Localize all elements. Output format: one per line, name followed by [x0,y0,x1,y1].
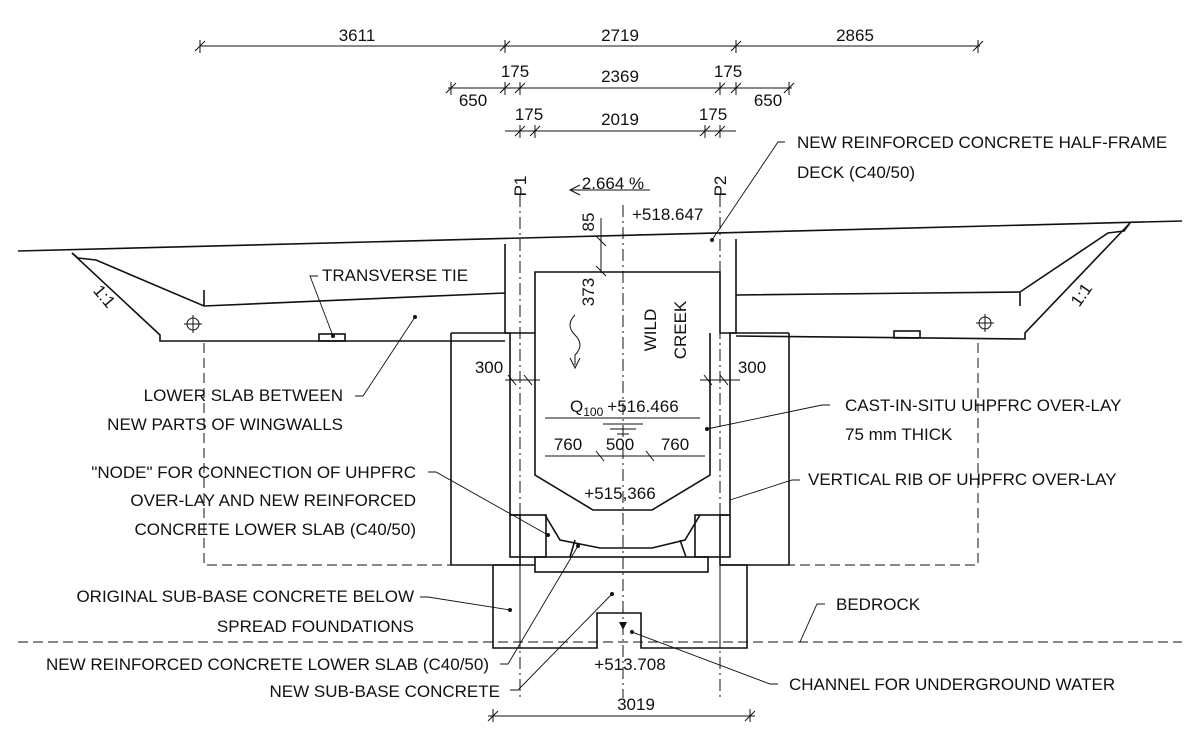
dimension-lines [194,40,984,722]
dim-row2-right-650: 650 [754,91,782,110]
dim-row3-left-175: 175 [515,105,543,124]
structure-outline [17,184,1183,649]
creek-name-line1: WILD [641,309,660,352]
label-overlay-line1: CAST-IN-SITU UHPFRC OVER-LAY [845,396,1121,415]
dim-row2-left-650: 650 [459,91,487,110]
axis-label-p2: P2 [711,176,730,197]
level-channel-bottom: +515,366 [584,484,655,503]
dimension-values: 3611 2719 2865 175 2369 175 650 650 175 … [339,26,874,714]
label-vertical-rib: VERTICAL RIB OF UHPFRC OVER-LAY [808,470,1117,489]
dim-deck-depth: 373 [579,278,598,306]
dim-bottom-right: 760 [661,435,689,454]
dim-top-left: 3611 [339,26,376,45]
axis-label-p1: P1 [511,176,530,197]
level-q100: Q100 +516.466 [570,397,679,419]
dim-row2-right-175: 175 [714,62,742,81]
label-node-line2: OVER-LAY AND NEW REINFORCED [130,491,416,510]
label-bedrock: BEDROCK [836,595,921,614]
callout-labels: NEW REINFORCED CONCRETE HALF-FRAME DECK … [46,133,1167,701]
label-lower-slab-line1: LOWER SLAB BETWEEN [144,386,343,405]
creek-name-line2: CREEK [671,300,690,359]
dim-top-right: 2865 [836,26,874,45]
dim-row3-right-175: 175 [699,105,727,124]
dim-row2-mid: 2369 [601,67,639,86]
dim-base-width: 3019 [617,695,655,714]
dim-wall-right: 300 [738,358,766,377]
dim-top-mid: 2719 [601,26,639,45]
slope-left: 1:1 [89,281,119,311]
label-deck-line2: DECK (C40/50) [797,163,915,182]
label-transverse-tie: TRANSVERSE TIE [322,266,468,285]
q100-prefix: Q [570,397,583,416]
q100-subscript: 100 [583,405,603,419]
dim-bottom-mid: 500 [606,435,634,454]
level-foundation: +513.708 [594,655,665,674]
label-lower-slab-line2: NEW PARTS OF WINGWALLS [107,415,343,434]
label-original-subbase-line1: ORIGINAL SUB-BASE CONCRETE BELOW [76,587,414,606]
dim-bottom-left: 760 [554,435,582,454]
slope-grade: 2.664 % [582,174,644,193]
dim-row2-left-175: 175 [501,62,529,81]
dim-slab-thickness: 85 [579,213,598,232]
label-overlay-line2: 75 mm THICK [845,425,953,444]
level-deck-top: +518.647 [632,205,703,224]
q100-value: +516.466 [607,397,678,416]
label-new-subbase: NEW SUB-BASE CONCRETE [270,682,500,701]
label-original-subbase-line2: SPREAD FOUNDATIONS [217,617,414,636]
label-deck-line1: NEW REINFORCED CONCRETE HALF-FRAME [797,133,1167,152]
label-new-lower-slab: NEW REINFORCED CONCRETE LOWER SLAB (C40/… [46,655,489,674]
dim-row3-mid: 2019 [601,110,639,129]
label-node-line1: "NODE" FOR CONNECTION OF UHPFRC [91,463,416,482]
label-node-line3: CONCRETE LOWER SLAB (C40/50) [134,520,416,539]
leader-lines [309,141,830,691]
dim-wall-left: 300 [475,358,503,377]
label-channel: CHANNEL FOR UNDERGROUND WATER [789,675,1115,694]
